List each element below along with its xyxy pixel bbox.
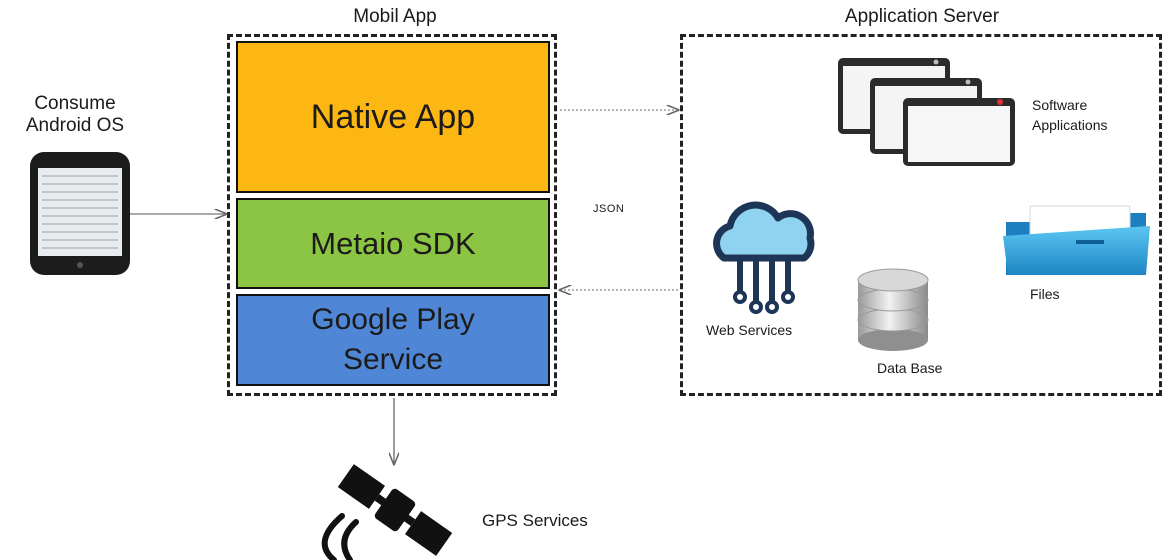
- client-label-line1: Consume: [34, 93, 116, 114]
- software-label-line2: Applications: [1032, 117, 1108, 133]
- files-label: Files: [1030, 286, 1060, 302]
- android-phone-icon: [30, 152, 130, 275]
- google-play-service-block: Google Play Service: [236, 294, 550, 386]
- web-services-label: Web Services: [706, 322, 793, 338]
- native-app-block: Native App: [236, 41, 550, 193]
- client-label: Consume Android OS: [8, 93, 142, 137]
- gps-services-label: GPS Services: [482, 511, 588, 530]
- files-folder-icon: [1003, 205, 1150, 275]
- client-label-line2: Android OS: [25, 115, 125, 136]
- gps-signal-waves-icon: [321, 513, 359, 560]
- software-label-line1: Software: [1032, 97, 1088, 113]
- web-services-cloud-icon: [713, 201, 815, 314]
- mobile-app-title: Mobil App: [353, 6, 437, 27]
- database-label: Data Base: [877, 360, 943, 376]
- database-icon: [857, 268, 929, 351]
- native-app-label: Native App: [310, 97, 476, 136]
- json-protocol-label: JSON: [593, 203, 625, 215]
- metaio-sdk-block: Metaio SDK: [236, 198, 550, 289]
- software-applications-label: Software Applications: [1032, 95, 1108, 135]
- google-play-label-line2: Service: [342, 343, 444, 376]
- gps-satellite-icon: [337, 464, 453, 556]
- google-play-label-line1: Google Play: [311, 303, 475, 336]
- application-server-title: Application Server: [844, 6, 1000, 27]
- metaio-sdk-label: Metaio SDK: [310, 225, 476, 261]
- software-applications-icon: [838, 58, 1015, 166]
- mobile-app-container: [227, 34, 557, 396]
- application-server-container: [680, 34, 1162, 396]
